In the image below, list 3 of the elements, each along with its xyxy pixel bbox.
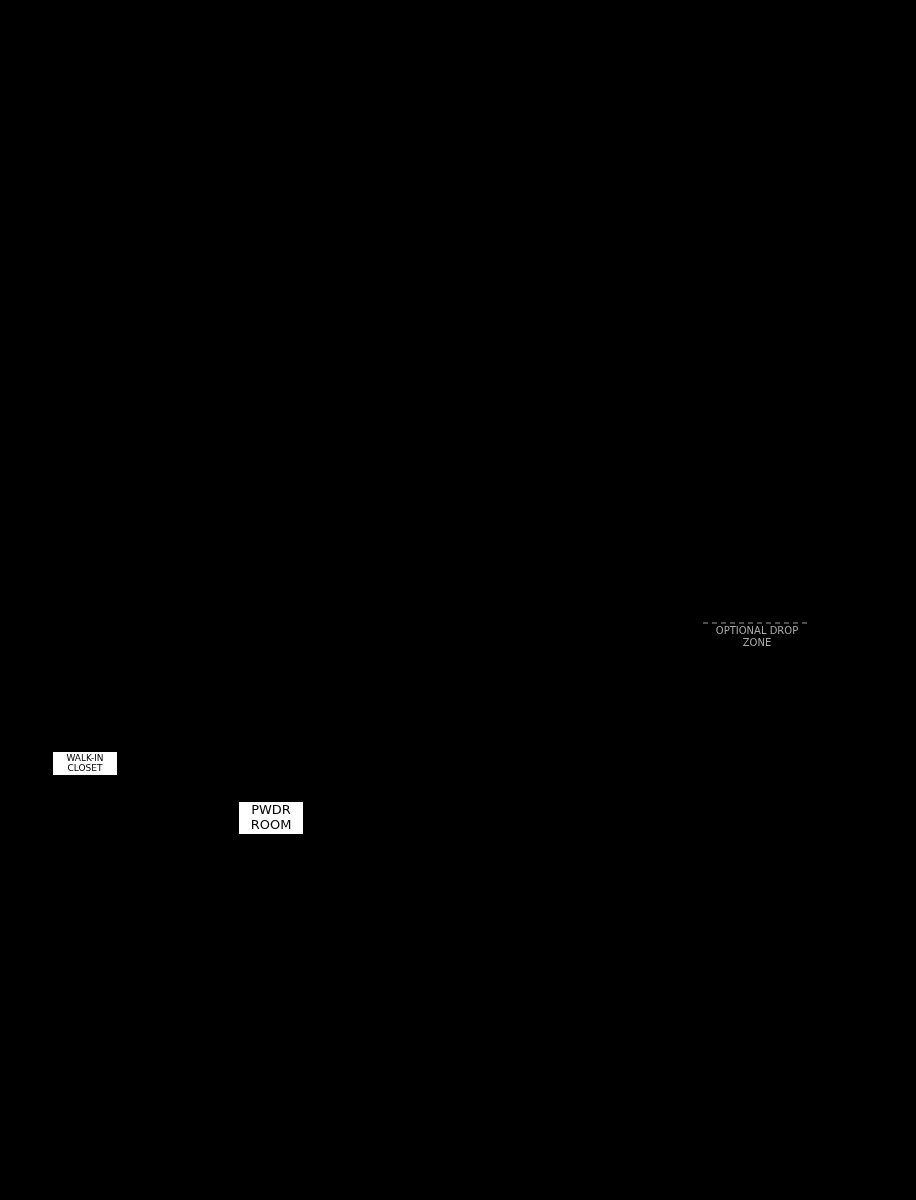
room-label: WALK-IN CLOSET — [53, 752, 117, 775]
room-label: PWDR ROOM — [239, 802, 303, 834]
zone-label: OPTIONAL DROP ZONE — [714, 625, 800, 648]
